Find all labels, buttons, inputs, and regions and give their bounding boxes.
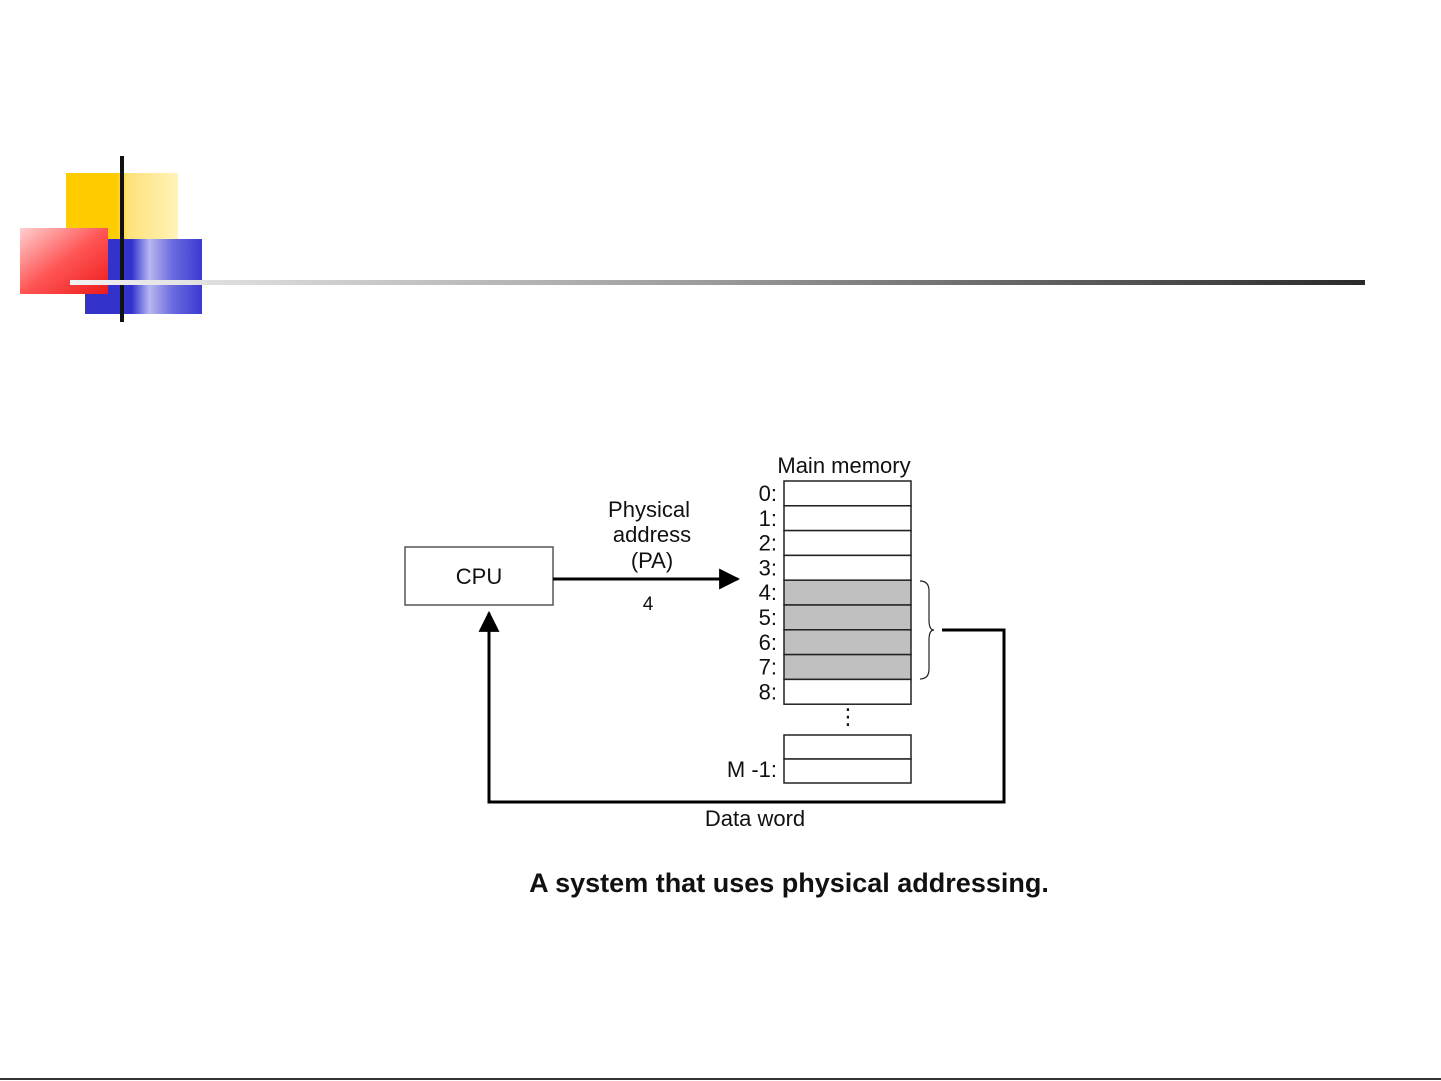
cpu-label: CPU <box>456 564 502 589</box>
arrow-label-line-2: address <box>613 522 691 547</box>
memory-cell-2 <box>784 531 911 556</box>
address-path: Physical address (PA) 4 <box>553 497 738 615</box>
memory-row-label-6: 6: <box>759 630 777 655</box>
memory-cell-7 <box>784 655 911 680</box>
slide-decoration <box>20 156 1365 322</box>
memory-cell-8 <box>784 679 911 704</box>
memory-row-label-7: 7: <box>759 655 777 680</box>
highlight-brace <box>920 581 934 679</box>
memory-last-row-label: M -1: <box>727 757 777 782</box>
arrow-label-line-3: (PA) <box>631 548 673 573</box>
figure-caption: A system that uses physical addressing. <box>529 868 1049 898</box>
memory-cell-0 <box>784 481 911 506</box>
return-label: Data word <box>705 806 805 831</box>
memory-row-label-3: 3: <box>759 555 777 580</box>
memory-cell-6 <box>784 630 911 655</box>
cpu-block: CPU <box>405 547 553 605</box>
memory-row-label-1: 1: <box>759 506 777 531</box>
arrow-label-line-1: Physical <box>608 497 690 522</box>
memory-row-label-0: 0: <box>759 481 777 506</box>
memory-row-label-8: 8: <box>759 679 777 704</box>
memory-cell-before-last <box>784 735 911 759</box>
address-value: 4 <box>643 594 654 615</box>
main-memory: Main memory 0:1:2:3:4:5:6:7:8: ⋮ M -1: <box>727 453 934 783</box>
deco-vertical-bar <box>120 156 124 322</box>
memory-title: Main memory <box>777 453 910 478</box>
memory-ellipsis: ⋮ <box>837 704 859 729</box>
title-rule <box>70 280 1365 285</box>
data-return-path: Data word <box>489 613 1004 831</box>
memory-rows: 0:1:2:3:4:5:6:7:8: <box>759 481 911 704</box>
memory-row-label-2: 2: <box>759 531 777 556</box>
memory-cell-3 <box>784 555 911 580</box>
memory-cell-last <box>784 759 911 783</box>
memory-row-label-5: 5: <box>759 605 777 630</box>
memory-cell-1 <box>784 506 911 531</box>
memory-cell-4 <box>784 580 911 605</box>
memory-row-label-4: 4: <box>759 580 777 605</box>
memory-cell-5 <box>784 605 911 630</box>
